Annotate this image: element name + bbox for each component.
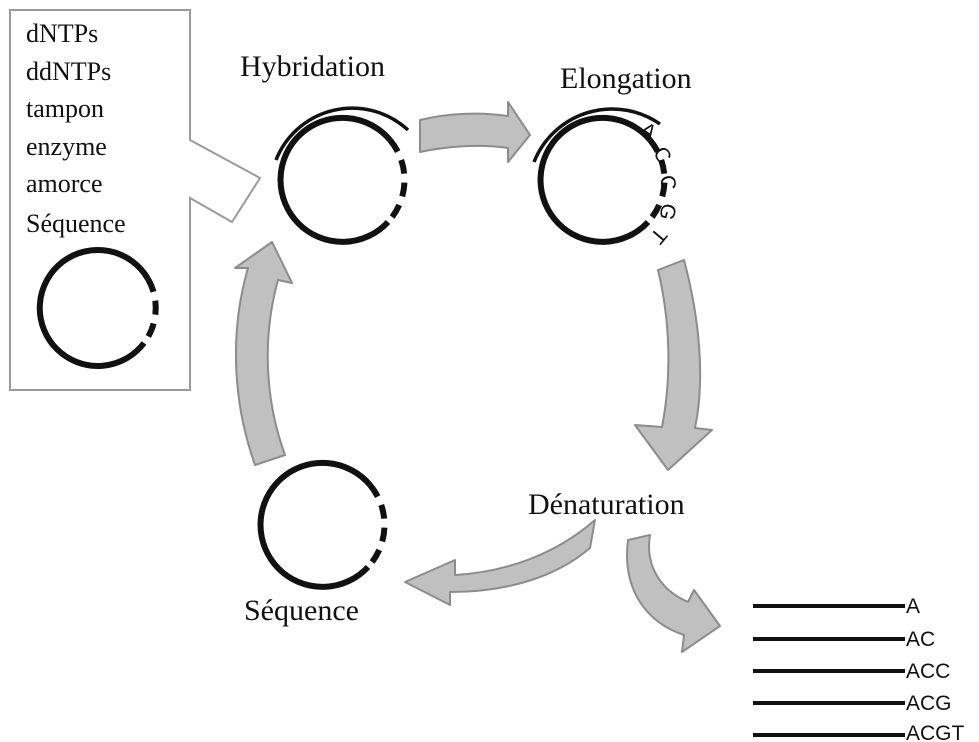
elongation-base-4: G — [654, 201, 680, 223]
stage-hybridation: Hybridation — [240, 50, 410, 245]
label-denaturation: Dénaturation — [528, 488, 685, 521]
arrow-elongation-to-denaturation — [634, 259, 713, 471]
fragment-label-acg: ACG — [906, 692, 952, 715]
reagents-box: dNTPs ddNTPs tampon enzyme amorce Séquen… — [9, 9, 262, 391]
hybridation-plasmid-solid — [277, 114, 393, 245]
label-sequence: Séquence — [244, 594, 359, 627]
label-elongation: Elongation — [560, 62, 692, 95]
box-plasmid-dashed-strand — [141, 277, 159, 345]
elongation-plasmid-dashed — [645, 138, 668, 225]
sequence-plasmid-dashed — [365, 483, 388, 570]
arrow-hybridation-to-elongation — [419, 101, 531, 163]
box-plasmid-solid-strand — [36, 247, 151, 369]
stage-sequence: Séquence — [244, 459, 388, 627]
fragment-label-acc: ACC — [906, 660, 950, 683]
stage-elongation: Elongation A C C G T — [532, 62, 692, 248]
box-template-plasmid — [36, 247, 159, 369]
hybridation-primer — [274, 106, 410, 161]
arrow-sequence-to-hybridation — [234, 241, 293, 466]
reagent-sequence: Séquence — [26, 209, 126, 238]
elongation-primer — [532, 107, 661, 163]
reagent-tampon: tampon — [26, 94, 104, 123]
cycle-arrows — [234, 101, 721, 653]
reagent-enzyme: enzyme — [26, 132, 107, 161]
arrow-denaturation-to-fragments — [626, 534, 721, 653]
reagent-dntps: dNTPs — [26, 19, 98, 48]
sequence-plasmid-solid — [257, 459, 373, 590]
fragment-label-acgt: ACGT — [906, 722, 965, 742]
arrow-denaturation-to-sequence — [404, 519, 596, 606]
fragment-label-a: A — [906, 595, 920, 618]
elongation-plasmid-solid — [537, 114, 653, 245]
hybridation-plasmid-dashed — [385, 138, 408, 225]
fragments-list: A AC ACC ACG ACGT — [753, 595, 965, 742]
reagent-ddntps: ddNTPs — [26, 57, 111, 86]
elongation-base-5: T — [645, 223, 671, 248]
elongation-base-3: C — [655, 173, 680, 192]
reagent-amorce: amorce — [26, 169, 103, 198]
stage-denaturation: Dénaturation — [528, 488, 685, 521]
label-hybridation: Hybridation — [240, 50, 385, 83]
reagents-callout-outline — [9, 9, 262, 391]
fragment-label-ac: AC — [906, 628, 935, 651]
